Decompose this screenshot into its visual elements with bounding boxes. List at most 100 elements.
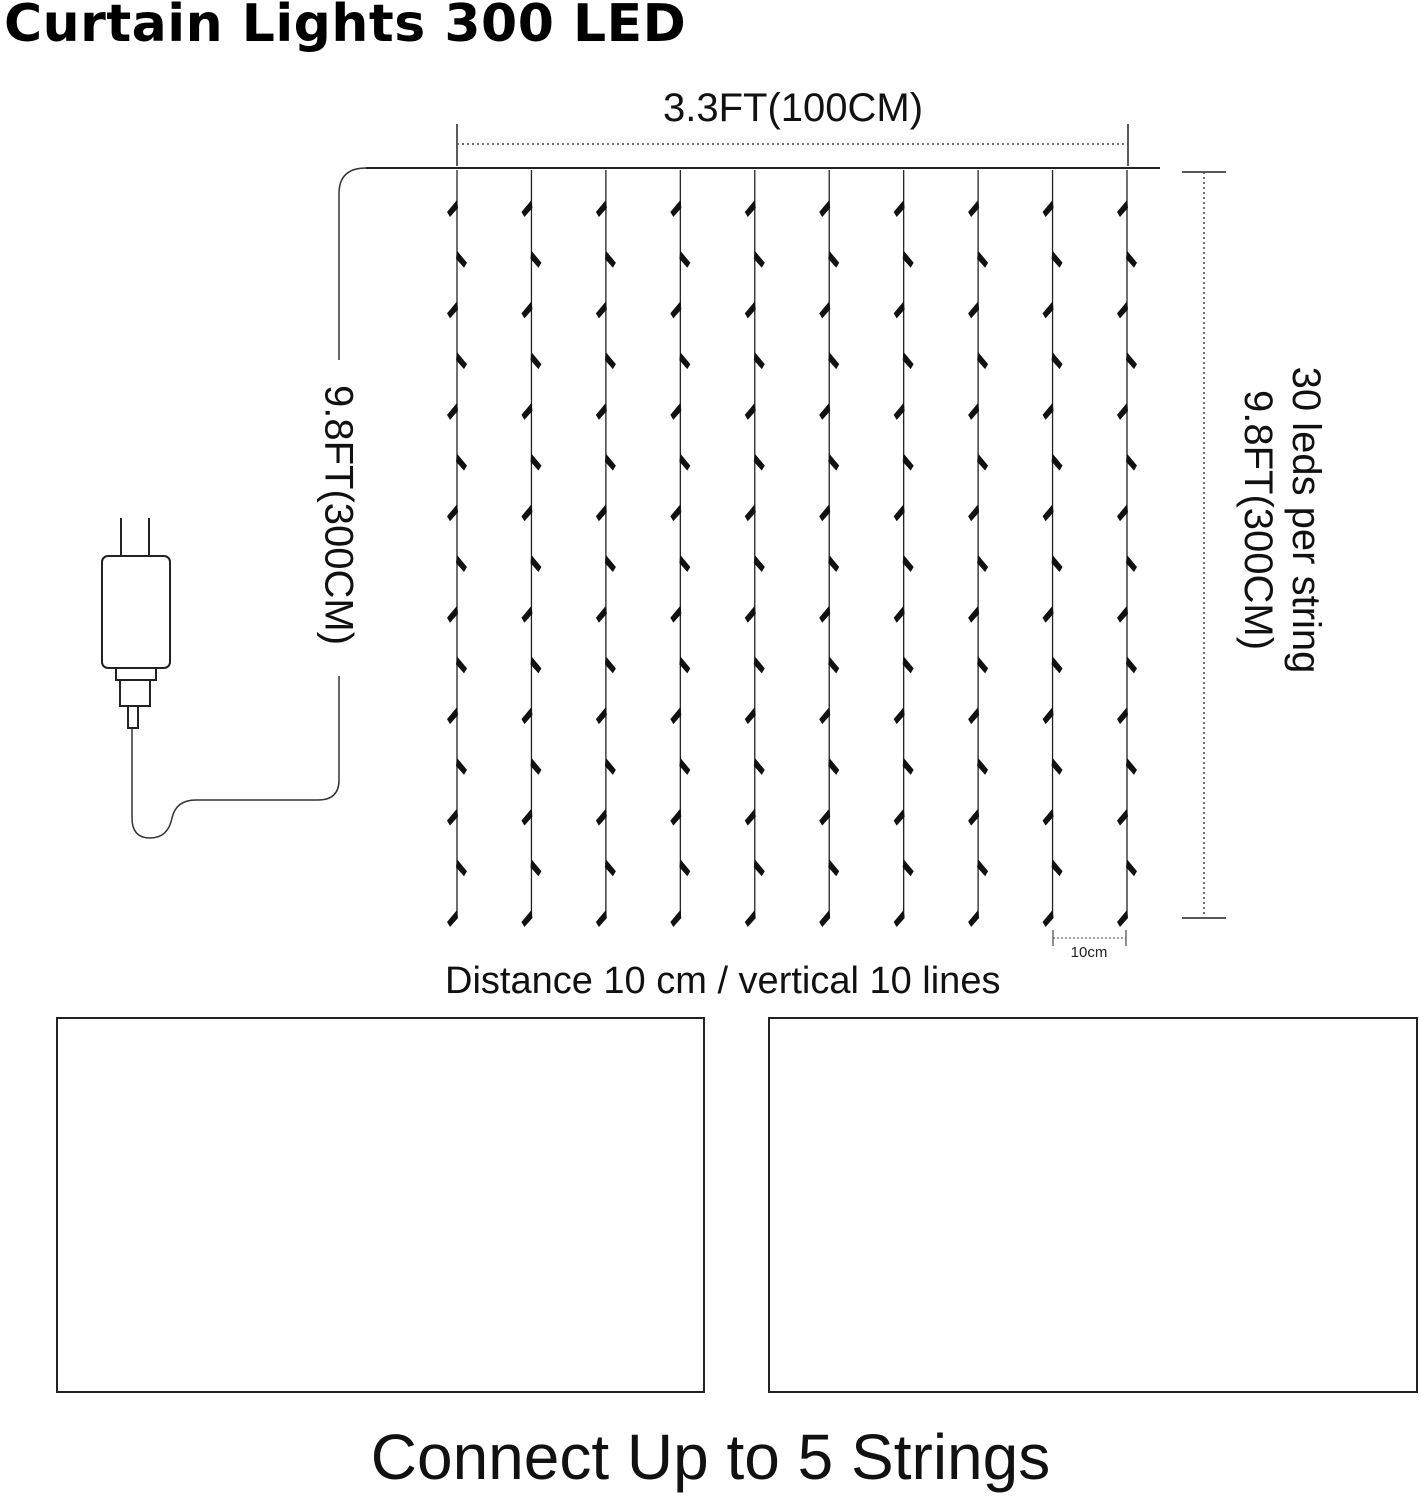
- led-bulb: [977, 352, 989, 370]
- led-bulb: [447, 402, 458, 420]
- led-bulb: [604, 352, 616, 370]
- led-bulb: [1117, 402, 1128, 420]
- led-bulb: [456, 555, 467, 572]
- led-bulb: [595, 808, 607, 826]
- led-bulb: [530, 352, 542, 370]
- led-bulb: [753, 453, 765, 471]
- led-bulb: [828, 453, 840, 471]
- led-bulb: [893, 200, 905, 217]
- led-bulb: [521, 910, 533, 927]
- led-bulb: [595, 301, 607, 319]
- led-bulb: [670, 200, 682, 217]
- led-bulb: [1051, 555, 1063, 572]
- led-bulb: [744, 605, 756, 623]
- led-bulb: [977, 656, 989, 674]
- led-bulb: [828, 555, 840, 572]
- led-bulb: [604, 555, 616, 572]
- led-bulb: [679, 555, 691, 572]
- led-bulb: [1117, 605, 1128, 623]
- led-bulb: [1042, 707, 1054, 725]
- connector-and-adapter-photo: [56, 1017, 705, 1393]
- right-labels: 30 leds per string 9.8FT(300CM): [1234, 367, 1330, 674]
- led-bulb: [670, 707, 682, 725]
- led-bulb: [1126, 250, 1137, 268]
- led-bulb: [679, 352, 691, 370]
- led-bulb: [828, 859, 840, 877]
- led-bulb: [1051, 656, 1063, 674]
- led-bulb: [828, 757, 840, 775]
- led-bulb: [893, 301, 905, 319]
- led-bulb: [521, 707, 533, 725]
- led-bulb: [447, 301, 458, 319]
- led-bulb: [1042, 402, 1054, 420]
- led-bulb: [819, 808, 831, 826]
- spacing-label: 10cm: [1070, 944, 1108, 961]
- led-bulb: [968, 504, 980, 522]
- led-bulb: [604, 453, 616, 471]
- led-bulb: [521, 402, 533, 420]
- led-bulb: [753, 250, 765, 268]
- led-bulb: [530, 250, 542, 268]
- led-bulb: [530, 656, 542, 674]
- led-bulb: [968, 301, 980, 319]
- led-bulb: [595, 605, 607, 623]
- led-strings: [447, 170, 1137, 927]
- width-dimension-line: [456, 124, 1129, 166]
- led-bulb: [530, 555, 542, 572]
- led-bulb: [447, 605, 458, 623]
- led-bulb: [1117, 808, 1128, 826]
- led-bulb: [456, 757, 467, 775]
- led-bulb: [744, 910, 756, 927]
- led-bulb: [595, 910, 607, 927]
- connect-strings-caption: Connect Up to 5 Strings: [370, 1421, 1051, 1493]
- led-bulb: [1051, 352, 1063, 370]
- led-bulb: [1051, 859, 1063, 877]
- led-bulb: [753, 859, 765, 877]
- led-bulb: [1042, 605, 1054, 623]
- led-bulb: [893, 504, 905, 522]
- led-bulb: [521, 808, 533, 826]
- led-bulb: [968, 605, 980, 623]
- led-bulb: [902, 352, 914, 370]
- led-bulb: [670, 301, 682, 319]
- distance-caption: Distance 10 cm / vertical 10 lines: [445, 960, 1001, 1002]
- width-label: 3.3FT(100CM): [662, 86, 924, 130]
- led-bulb: [819, 504, 831, 522]
- leds-per-string-label: 30 leds per string: [1284, 366, 1328, 674]
- led-bulb: [1042, 301, 1054, 319]
- led-bulb: [744, 402, 756, 420]
- led-bulb: [902, 555, 914, 572]
- led-bulb: [670, 605, 682, 623]
- led-bulb: [977, 555, 989, 572]
- led-bulb: [902, 859, 914, 877]
- led-bulb: [744, 301, 756, 319]
- led-bulb: [521, 301, 533, 319]
- led-bulb: [819, 200, 831, 217]
- led-bulb: [893, 910, 905, 927]
- led-bulb: [679, 757, 691, 775]
- led-bulb: [893, 808, 905, 826]
- led-bulb: [1126, 859, 1137, 877]
- led-bulb: [753, 352, 765, 370]
- led-bulb: [447, 910, 458, 927]
- led-bulb: [828, 352, 840, 370]
- led-bulb: [744, 707, 756, 725]
- led-bulb: [1117, 200, 1128, 217]
- led-bulb: [744, 504, 756, 522]
- led-bulb: [828, 656, 840, 674]
- led-bulb: [1042, 910, 1054, 927]
- led-bulb: [447, 504, 458, 522]
- led-bulb: [819, 301, 831, 319]
- led-bulb: [1042, 504, 1054, 522]
- led-bulb: [893, 402, 905, 420]
- led-bulb: [1051, 757, 1063, 775]
- led-bulb: [447, 200, 458, 217]
- height-dimension-line-right: [1182, 171, 1226, 919]
- led-bulb: [670, 910, 682, 927]
- led-bulb: [679, 250, 691, 268]
- led-bulb: [530, 453, 542, 471]
- led-bulb: [679, 453, 691, 471]
- lead-wire: [131, 167, 367, 839]
- led-bulb: [819, 707, 831, 725]
- led-bulb: [977, 859, 989, 877]
